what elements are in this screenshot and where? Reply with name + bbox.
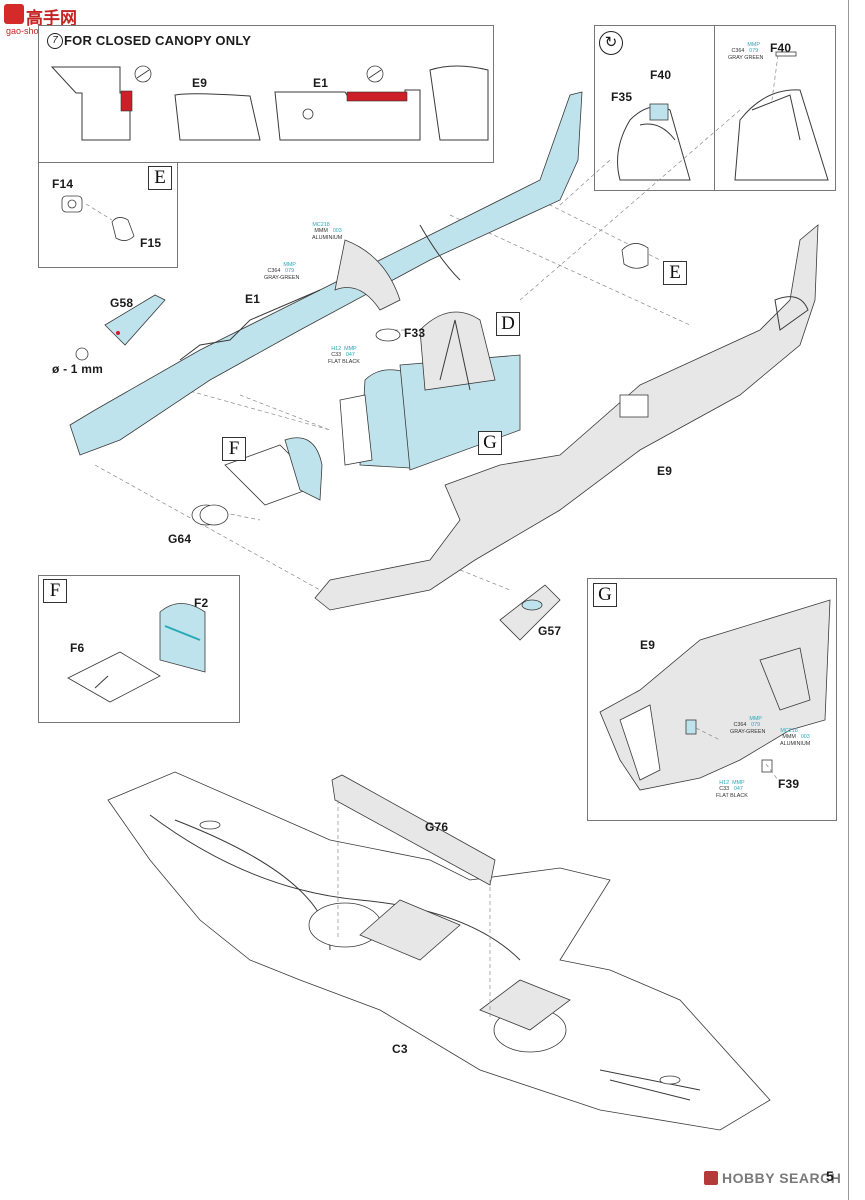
label-f6: F6 [70,641,85,655]
label-g57: G57 [538,624,562,638]
label-e9-canopy: E9 [192,76,208,90]
detail-f-letter: F [43,579,67,603]
label-c3: C3 [392,1042,408,1056]
detail-g-letter: G [593,583,617,607]
label-drill-size: ø - 1 mm [52,362,103,376]
rotate-icon: ↻ [599,31,623,55]
step-symbol-icon: 7 [47,33,63,49]
detail-f-ref-letter: F [222,437,246,461]
label-g64: G64 [168,532,192,546]
panel-divider [714,25,715,190]
label-g76: G76 [425,820,449,834]
logo-icon [4,4,24,24]
label-g58: G58 [110,296,134,310]
label-f40-right: F40 [770,41,792,55]
footer-watermark-text: HOBBY SEARCH [722,1170,842,1186]
logo-url-text: gao-shou.com [6,26,64,36]
red-mark-right [346,91,408,102]
label-e1-main: E1 [245,292,261,306]
label-f39: F39 [778,777,800,791]
page-margin-line [848,0,849,1200]
label-f14: F14 [52,177,74,191]
logo-brand-text: 高手网 [26,9,77,29]
label-f40-left: F40 [650,68,672,82]
closed-canopy-title: FOR CLOSED CANOPY ONLY [64,33,252,48]
red-mark-left [120,90,133,112]
label-e9-detail-g: E9 [640,638,656,652]
site-logo: 高手网 gao-shou.com [4,4,84,38]
detail-f-panel [38,575,240,723]
label-f2: F2 [194,596,209,610]
detail-e-letter: E [148,166,172,190]
label-f15: F15 [140,236,162,250]
label-f35: F35 [611,90,633,104]
label-e9-main: E9 [657,464,673,478]
detail-g-ref-letter: G [478,431,502,455]
label-f33: F33 [404,326,426,340]
detail-e-ref-letter: E [663,261,687,285]
page-number: 5 [826,1168,834,1184]
label-e1-canopy: E1 [313,76,329,90]
detail-d-letter: D [496,312,520,336]
hobbysearch-logo-icon [704,1171,718,1185]
